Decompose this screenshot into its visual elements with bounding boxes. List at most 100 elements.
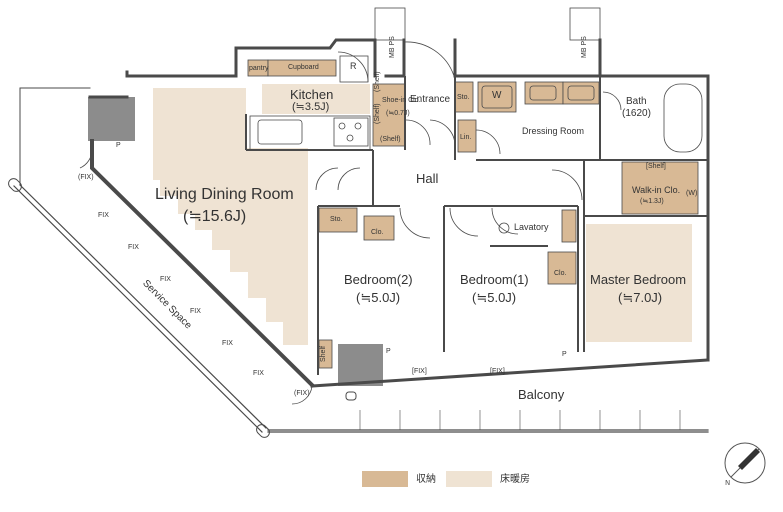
bed2-name: Bedroom(2) [344,272,413,287]
master-floor-heating [586,224,692,342]
service-cap-top [8,178,22,192]
bed1-closet-label: Clo. [554,270,567,277]
column-bottom [338,344,383,386]
outer-wall-east [598,74,710,362]
linen-storage [457,119,477,153]
bath-size: (1620) [622,108,651,119]
door-kitchen-r [337,51,369,83]
bed2-closet-label: Clo. [371,229,384,236]
entrance-sto-label: Sto. [457,94,470,101]
balcony-label: Balcony [518,387,565,402]
bedroom-shelf-label: Shelf [320,346,327,362]
door-shoe [404,119,431,146]
fix-bracket-1: [FIX] [412,368,427,375]
ldr-floor-heating [153,88,308,345]
door-bath [602,91,622,111]
hall-label: Hall [416,171,439,186]
washer-label: W [492,90,502,101]
mbps-label-1: MB PS [389,36,396,58]
balcony-cap [345,391,357,401]
vanity-counter-1 [524,81,564,105]
bed1-size: (≒5.0J) [472,290,517,305]
linen-label: Lin. [460,134,472,141]
legend-heating-label: 床暖房 [500,474,530,485]
walkin-shelf: [Shelf] [646,163,666,170]
cupboard-label: Cupboard [288,64,319,71]
kitchen-sink [257,119,303,145]
bed2-closet [363,215,395,241]
bed1-closet [547,251,577,285]
cupboard-storage [267,59,337,77]
lavatory-label: Lavatory [514,222,549,232]
door-ldr-2 [337,167,361,191]
washer [481,85,513,109]
shoein-name: Shoe-in Clo. [382,97,421,104]
legend-heating-swatch [446,471,492,487]
svg-text:N: N [725,479,730,486]
kitchen-shelf-2: (Shelf) [374,103,381,124]
bed1-name: Bedroom(1) [460,272,529,287]
door-master [551,169,583,201]
pantry-label: pantry [249,65,269,72]
door-bed1 [449,207,479,237]
balcony-wall [310,358,710,388]
door-ldr [315,167,339,191]
basin-1 [529,85,557,101]
ldr-size: (≒15.6J) [183,208,247,225]
walkin-size: (≒1.3J) [640,198,664,205]
fix-label-5: FIX [222,340,233,347]
master-size: (≒7.0J) [618,290,663,305]
kitchen-size: (≒3.5J) [292,101,330,113]
shoe-in-closet [372,83,406,147]
p-label-2: P [386,348,391,355]
walkin-name: Walk-in Clo. [632,185,681,195]
entrance-label: Entrance [410,94,451,105]
mbps-box-1 [374,7,406,41]
fix-label-2: FIX [128,244,139,251]
fix-label-3: FIX [160,276,171,283]
cooktop [333,117,369,147]
service-rail-inner [19,184,267,429]
bed2-size: (≒5.0J) [356,290,401,305]
bed2-sto-label: Sto. [330,216,343,223]
bed2-storage [318,207,358,233]
door-dressing [475,129,501,155]
washer-storage [477,81,517,113]
mbps-box-2 [569,7,601,41]
door-balcony-bottom [291,385,313,405]
walk-in-closet [621,161,699,215]
fix-label-4: FIX [190,308,201,315]
lavatory-sink [498,222,510,234]
basin-2 [567,85,595,101]
kitchen-floor-heating [262,84,370,114]
service-rail-outer [13,185,263,433]
entrance-door [403,41,455,77]
shoein-size: (≒0.7J) [386,110,410,117]
refrigerator [339,55,369,83]
kitchen-counter [249,115,371,151]
ldr-name: Living Dining Room [155,186,294,203]
kitchen-shelf-3: (Shelf) [380,136,401,143]
service-cap-bottom [256,424,270,438]
kitchen-shelf-1: (Shelf) [374,71,381,92]
door-bed2 [399,207,431,239]
legend-storage-label: 収納 [416,474,436,485]
kitchen-name: Kitchen [290,87,334,102]
refrigerator-label: R [350,61,357,71]
outer-wall-north [125,38,377,78]
fix-bracket-2: [FIX] [490,368,505,375]
bath-name: Bath [626,96,647,107]
fix-paren-1: (FIX) [78,174,94,181]
door-balcony-left [79,149,93,169]
door-hall-entrance [429,119,456,147]
column-left [88,97,135,141]
fix-paren-2: (FIX) [294,390,310,397]
legend-storage-swatch [362,471,408,487]
fix-label-6: FIX [253,370,264,377]
outer-wall-north-3 [453,38,602,78]
dressing-label: Dressing Room [522,126,585,136]
walkin-w: (W) [686,190,698,197]
master-name: Master Bedroom [590,272,687,287]
bathtub [663,83,703,153]
